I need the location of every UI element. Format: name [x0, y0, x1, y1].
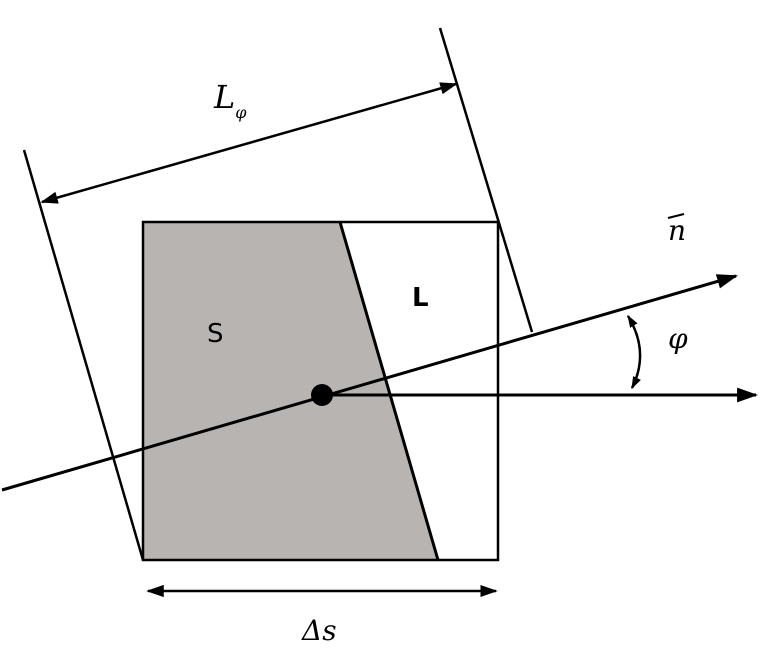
solid-phase-label: S [207, 319, 224, 349]
solid-region [143, 222, 438, 560]
normal-vector-arrow [1, 274, 739, 492]
cell-centre-dot [311, 384, 333, 406]
cell-width-label: Δs [301, 614, 337, 647]
cell-outline [141, 220, 500, 562]
liquid-phase-label: L [412, 283, 429, 313]
projection-line-left [22, 149, 145, 561]
length-phi-label: Lφ [213, 78, 247, 122]
normal-vector-label: n [668, 214, 686, 247]
angle-label: φ [668, 322, 688, 355]
angle-arc [626, 314, 642, 390]
interface-line [338, 221, 440, 561]
normal-hat-mark [667, 213, 685, 219]
projection-line-right [438, 27, 534, 333]
length-phi-arrow [40, 82, 458, 204]
